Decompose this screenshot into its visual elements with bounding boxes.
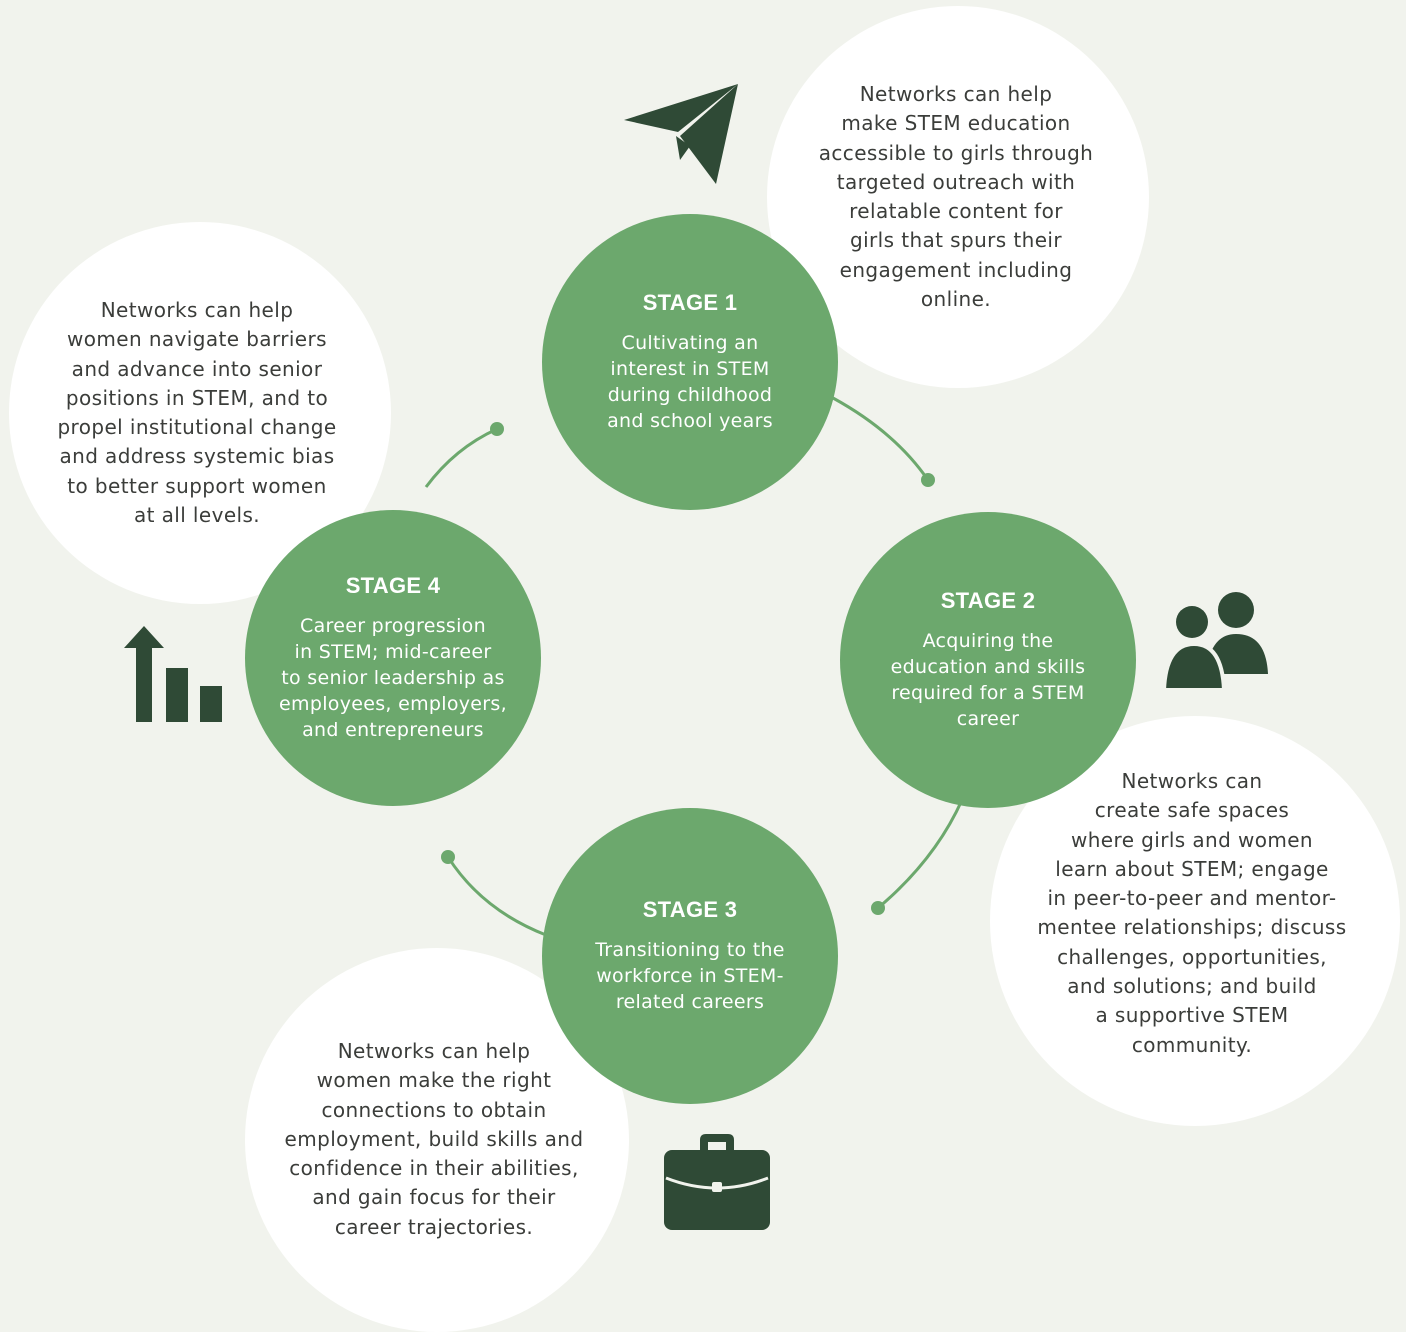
bubble-line: and solutions; and build <box>1067 974 1317 999</box>
stage-4-circle: STAGE 4 Career progression in STEM; mid-… <box>245 510 541 806</box>
bubble-line: community. <box>1131 1032 1253 1057</box>
growth-bars-icon <box>124 626 222 722</box>
bubble-line: make STEM education <box>841 111 1071 136</box>
stage-line: and entrepreneurs <box>302 719 484 741</box>
stage-2-circle: STAGE 2 Acquiring the education and skil… <box>840 512 1136 808</box>
bubble-line: create safe spaces <box>1094 798 1290 823</box>
bubble-stage-1-text: Networks can help make STEM education ac… <box>776 80 1136 314</box>
bubble-line: a supportive STEM <box>1095 1003 1289 1028</box>
stage-line: in STEM; mid-career <box>294 641 492 663</box>
bubble-line: career trajectories. <box>334 1214 534 1239</box>
bubble-line: women navigate barriers <box>67 327 327 352</box>
bubble-line: Networks can help <box>859 82 1053 106</box>
bubble-line: challenges, opportunities, <box>1057 944 1327 969</box>
connector-end-dot <box>921 473 935 487</box>
briefcase-icon <box>664 1134 770 1230</box>
bubble-line: and advance into senior <box>71 356 323 381</box>
bubble-line: at all levels. <box>133 503 261 528</box>
bubble-line: engagement including <box>839 257 1073 282</box>
bubble-line: Networks can <box>1121 769 1263 793</box>
bubble-line: in peer-to-peer and mentor- <box>1047 886 1337 911</box>
bubble-line: women make the right <box>316 1068 552 1093</box>
bubble-line: Networks can help <box>337 1039 531 1063</box>
stage-line: and school years <box>607 410 773 432</box>
bubble-line: employment, build skills and <box>284 1126 584 1151</box>
stage-2-title: STAGE 2 <box>940 588 1036 613</box>
bubble-line: to better support women <box>67 473 327 498</box>
stage-3-description: Transitioning to the workforce in STEM- … <box>595 937 785 1015</box>
bubble-line: and gain focus for their <box>312 1185 556 1210</box>
bubble-line: relatable content for <box>849 199 1063 224</box>
stage-line: workforce in STEM- <box>596 965 784 987</box>
bubble-line: positions in STEM, and to <box>65 385 329 410</box>
connector-end-dot <box>490 422 504 436</box>
bubble-stage-4-text: Networks can help women navigate barrier… <box>17 296 377 530</box>
stage-line: related careers <box>615 991 765 1013</box>
bubble-line: confidence in their abilities, <box>289 1156 579 1181</box>
bubble-line: and address systemic bias <box>59 444 335 469</box>
connector-end-dot <box>441 850 455 864</box>
bubble-stage-2-text: Networks can create safe spaces where gi… <box>1012 767 1372 1060</box>
stage-2-description: Acquiring the education and skills requi… <box>891 628 1086 732</box>
stage-line: employees, employers, <box>279 693 507 715</box>
stage-4-title: STAGE 4 <box>345 573 441 598</box>
connector-end-dot <box>871 901 885 915</box>
paper-plane-icon <box>624 84 738 184</box>
stage-1-title: STAGE 1 <box>642 290 738 315</box>
stage-line: required for a STEM <box>891 682 1085 704</box>
stage-line: Career progression <box>300 615 486 637</box>
bubble-line: targeted outreach with <box>836 169 1076 194</box>
stage-line: during childhood <box>607 384 773 406</box>
stage-line: interest in STEM <box>610 358 770 380</box>
bubble-line: online. <box>920 287 992 312</box>
bubble-stage-3-text: Networks can help women make the right c… <box>254 1037 614 1242</box>
stage-line: education and skills <box>890 656 1086 678</box>
stage-line: Acquiring the <box>922 630 1054 652</box>
stage-line: Cultivating an <box>621 332 759 354</box>
people-icon <box>1162 592 1268 692</box>
bubble-line: where girls and women <box>1070 827 1314 852</box>
bubble-line: propel institutional change <box>57 415 337 440</box>
bubble-line: girls that spurs their <box>850 228 1062 253</box>
stage-line: career <box>956 708 1020 730</box>
bubble-line: mentee relationships; discuss <box>1037 915 1347 940</box>
bubble-line: connections to obtain <box>321 1097 547 1122</box>
connector-stage-2-to-3 <box>877 799 964 910</box>
bubble-line: learn about STEM; engage <box>1055 856 1329 881</box>
stage-1-description: Cultivating an interest in STEM during c… <box>607 330 773 434</box>
stage-1-circle: STAGE 1 Cultivating an interest in STEM … <box>542 214 838 510</box>
stage-line: to senior leadership as <box>281 667 505 689</box>
bubble-line: Networks can help <box>100 298 294 322</box>
stage-3-title: STAGE 3 <box>642 897 738 922</box>
connector-stage-1-to-2 <box>832 396 930 481</box>
stage-3-circle: STAGE 3 Transitioning to the workforce i… <box>542 808 838 1104</box>
bubble-line: accessible to girls through <box>818 140 1094 165</box>
connector-stage-3-to-4 <box>446 856 547 937</box>
stage-4-description: Career progression in STEM; mid-career t… <box>279 613 507 743</box>
stage-line: Transitioning to the <box>595 939 785 961</box>
connector-stage-4-to-1 <box>424 427 498 488</box>
